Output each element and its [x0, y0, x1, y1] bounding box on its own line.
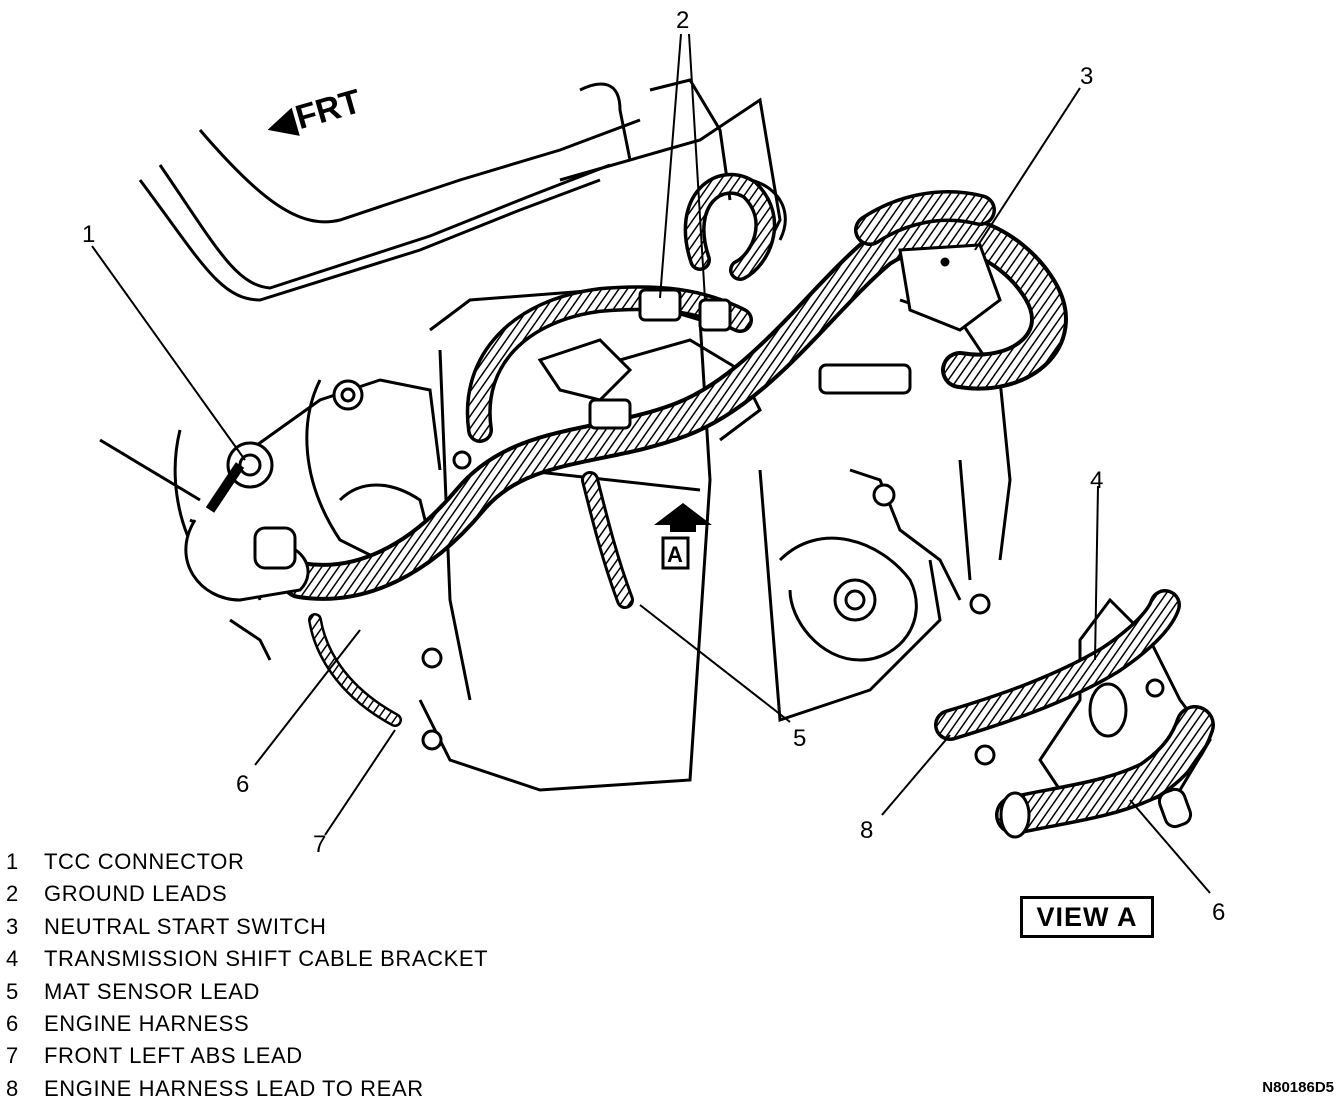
legend-item: 1 TCC CONNECTOR	[6, 846, 488, 878]
legend-text: TCC CONNECTOR	[44, 849, 245, 874]
legend-number: 6	[6, 1011, 19, 1037]
view-a-marker: A	[654, 503, 712, 570]
legend-number: 1	[6, 849, 19, 874]
callout-4: 4	[1090, 467, 1103, 494]
view-a-text: VIEW A	[1036, 901, 1138, 932]
callout-numbers: 1 2 3 4 5 6 6 7 8	[82, 7, 1225, 926]
legend-item: 5 MAT SENSOR LEAD	[6, 976, 488, 1008]
callout-1: 1	[82, 221, 95, 248]
legend: 1 TCC CONNECTOR 2 GROUND LEADS 3 NEUTRAL…	[6, 846, 488, 1105]
callout-5: 5	[793, 725, 806, 752]
legend-item: 3 NEUTRAL START SWITCH	[6, 911, 488, 943]
leader-lines	[91, 33, 1211, 894]
mounting-bolts	[226, 379, 991, 751]
neutral-start-switch	[818, 243, 1002, 395]
legend-item: 8 ENGINE HARNESS LEAD TO REAR	[6, 1073, 488, 1105]
callout-8: 8	[860, 817, 873, 844]
legend-text: MAT SENSOR LEAD	[44, 978, 261, 1004]
legend-text: ENGINE HARNESS LEAD TO REAR	[44, 1075, 424, 1101]
callout-6-inset: 6	[1212, 899, 1225, 926]
legend-number: 2	[6, 881, 19, 907]
legend-text: TRANSMISSION SHIFT CABLE BRACKET	[44, 946, 489, 972]
legend-number: 7	[6, 1043, 19, 1069]
tcc-connector	[184, 462, 310, 602]
abs-lead	[308, 613, 402, 727]
legend-item: 2 GROUND LEADS	[6, 878, 488, 910]
view-a-box: VIEW A	[1020, 896, 1154, 938]
legend-number: 5	[6, 978, 19, 1004]
callout-7: 7	[313, 831, 326, 858]
callout-2: 2	[676, 7, 689, 34]
legend-number: 4	[6, 946, 19, 972]
legend-item: 6 ENGINE HARNESS	[6, 1008, 488, 1040]
legend-text: GROUND LEADS	[44, 881, 228, 907]
view-a-inset	[934, 589, 1215, 839]
legend-number: 8	[6, 1075, 19, 1101]
legend-text: ENGINE HARNESS	[44, 1011, 250, 1037]
legend-number: 3	[6, 913, 19, 939]
legend-text: NEUTRAL START SWITCH	[44, 913, 327, 939]
legend-item: 7 FRONT LEFT ABS LEAD	[6, 1040, 488, 1072]
legend-text: FRONT LEFT ABS LEAD	[44, 1043, 303, 1069]
ground-leads	[588, 288, 732, 430]
callout-3: 3	[1080, 63, 1093, 90]
figure-code: N80186D5	[1262, 1079, 1334, 1096]
view-a-marker-label: A	[667, 542, 683, 567]
legend-item: 4 TRANSMISSION SHIFT CABLE BRACKET	[6, 943, 488, 975]
mat-sensor-lead	[581, 471, 634, 609]
callout-6: 6	[236, 771, 249, 798]
up-arrow-icon	[654, 503, 712, 532]
